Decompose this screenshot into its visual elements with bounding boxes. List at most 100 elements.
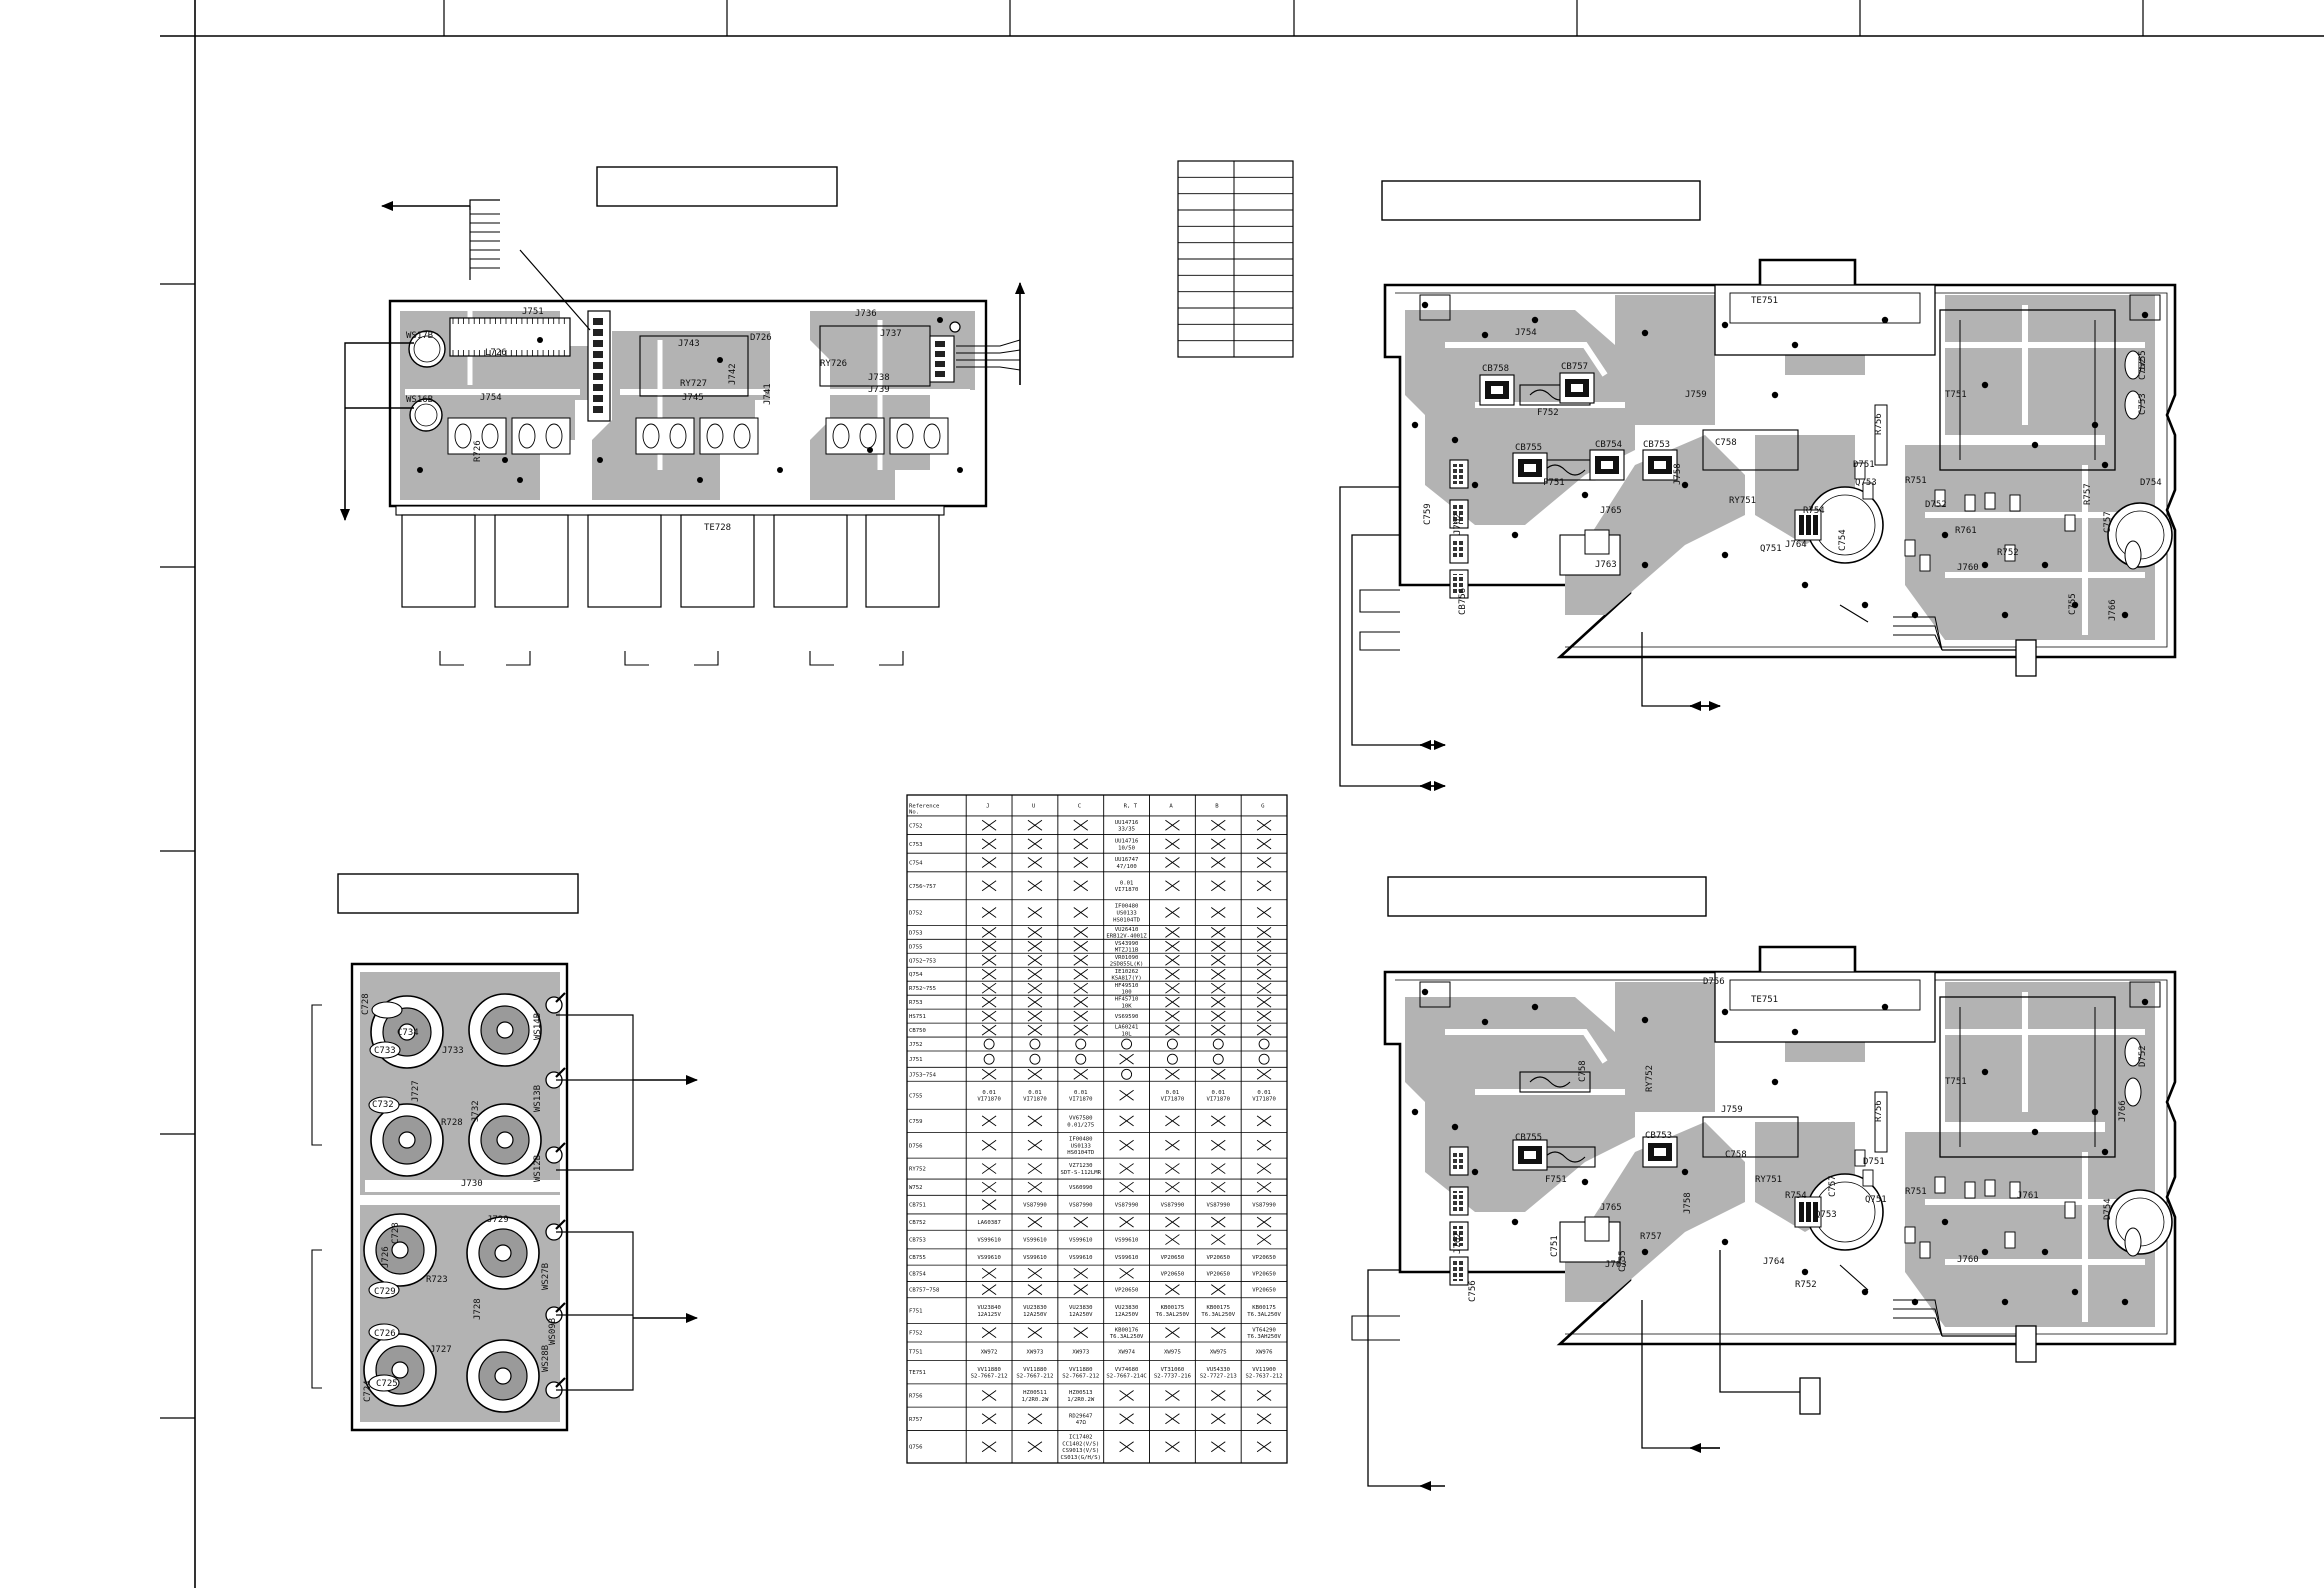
- trace: [365, 1180, 560, 1192]
- component-label-d752: D752: [1925, 500, 1947, 510]
- via: [1981, 1248, 1989, 1256]
- fuse-clip-slot: [1654, 461, 1666, 469]
- table-cell: 0.01: [1257, 1090, 1270, 1096]
- table-cross: [1027, 1115, 1043, 1127]
- table-cell: SDT-S-112LMR: [1061, 1170, 1102, 1176]
- table-cell: HS0104TD: [1113, 917, 1141, 923]
- table-cross: [1210, 996, 1226, 1008]
- rca-jack-pin: [391, 1361, 409, 1379]
- table-cross: [981, 1284, 997, 1295]
- component-label-d751: D751: [1863, 1157, 1885, 1167]
- via: [2141, 311, 2149, 319]
- component-label-c754: C754: [1838, 529, 1848, 551]
- via: [1421, 301, 1429, 309]
- pad: [697, 477, 703, 483]
- table-cross: [1256, 1216, 1272, 1228]
- table-cell: VI71870: [1252, 1097, 1276, 1103]
- table-cell: XW973: [1027, 1349, 1044, 1355]
- table-cell: VZ71230: [1069, 1163, 1093, 1169]
- harness-wire: [1893, 625, 1943, 651]
- table-cross: [981, 940, 997, 952]
- table-cross: [1256, 838, 1272, 850]
- table-cell: 1/2R0.2W: [1067, 1397, 1095, 1403]
- electrolytic-capacitor: [2107, 502, 2173, 568]
- table-cell: VI71870: [1023, 1097, 1047, 1103]
- table-cross: [1027, 1327, 1043, 1339]
- table-cell: VV74680: [1115, 1367, 1139, 1373]
- connector-pin: [935, 351, 945, 357]
- table-cross: [981, 1199, 997, 1211]
- grid-left-ticks: [160, 283, 195, 1419]
- table-cell: VS99610: [1023, 1255, 1047, 1261]
- table-cross: [1165, 1181, 1180, 1193]
- via: [1791, 341, 1799, 349]
- ic-l726: [449, 317, 571, 357]
- table-ref-c759: C759: [909, 1119, 922, 1125]
- table-cell: 33/35: [1118, 827, 1135, 833]
- table-cell: 1/2R0.2W: [1021, 1397, 1049, 1403]
- connector-pins: [1453, 504, 1465, 524]
- leader-line: [1839, 604, 1869, 623]
- table-cross: [981, 1390, 997, 1401]
- connector-pin: [593, 362, 603, 369]
- table-circle: [1029, 1053, 1041, 1065]
- component-label-ws09b: WS09B: [548, 1318, 558, 1345]
- table-cross: [1256, 907, 1272, 918]
- table-cross: [981, 954, 997, 966]
- component-label-c758: C758: [1725, 1150, 1747, 1160]
- terminal-te751: [1714, 971, 1936, 1043]
- component-label-ry726: RY726: [820, 359, 847, 369]
- table-ref-cb757~758: CB757~758: [909, 1288, 940, 1294]
- component-label-r756: R756: [1874, 413, 1884, 435]
- pad: [417, 467, 423, 473]
- component-label-j755: J755: [2138, 350, 2148, 372]
- table-cross: [1027, 996, 1043, 1008]
- component-label-r752: R752: [1795, 1280, 1817, 1290]
- jack-rail: [395, 505, 945, 516]
- pad: [537, 337, 543, 343]
- discrete-part: [1854, 1149, 1866, 1167]
- table-cell: VS99610: [1115, 1255, 1139, 1261]
- via: [1721, 321, 1729, 329]
- capacitor: [369, 1041, 401, 1059]
- component-label-j738: J738: [868, 373, 890, 383]
- title-box-board-d: [1387, 876, 1707, 917]
- rca-jack-pin: [496, 1021, 514, 1039]
- table-ref-cb752: CB752: [909, 1220, 926, 1226]
- table-cross: [1073, 1024, 1089, 1036]
- table-cell: UU16747: [1115, 857, 1139, 863]
- table-cross: [981, 1163, 997, 1174]
- table-cross: [981, 1115, 997, 1127]
- table-cell: 12A250V: [1023, 1312, 1047, 1318]
- transistor: [923, 423, 941, 449]
- wire: [556, 1231, 634, 1391]
- table-circle: [1075, 1053, 1087, 1065]
- via: [2071, 1288, 2079, 1296]
- component-label-c757: C757: [2103, 511, 2113, 533]
- table-cell: S2-7667-212: [1062, 1374, 1099, 1380]
- connector-pin: [593, 406, 603, 413]
- capacitor: [2124, 540, 2142, 570]
- table-cross: [1119, 1089, 1134, 1101]
- table-cell: VS87990: [1252, 1203, 1276, 1209]
- wire: [1359, 589, 1400, 613]
- connector-pin: [1813, 515, 1818, 535]
- table-cell: CS9013(V/S): [1062, 1448, 1099, 1454]
- component-label-c755: C755: [1618, 1250, 1628, 1272]
- table-cross: [981, 880, 997, 892]
- component-label-ws14b: WS14B: [533, 1013, 543, 1040]
- table-ref-c754: C754: [909, 860, 923, 866]
- fuse-clip-slot: [1524, 464, 1536, 472]
- table-cross: [1210, 1413, 1226, 1425]
- component-label-cb753: CB753: [1643, 440, 1670, 450]
- table-cell: KSA817(Y): [1111, 976, 1141, 982]
- table-cell: S2-7637-212: [1246, 1374, 1283, 1380]
- table-cell: KB00175: [1206, 1305, 1230, 1311]
- leader-line: [519, 249, 591, 331]
- component-label-cb755: CB755: [1515, 1133, 1542, 1143]
- table-ref-cb750: CB750: [909, 1028, 926, 1034]
- via: [1451, 1123, 1459, 1131]
- bracket: [439, 651, 464, 666]
- mount-bracket: [1419, 294, 1451, 321]
- table-cell: VU23830: [1023, 1305, 1047, 1311]
